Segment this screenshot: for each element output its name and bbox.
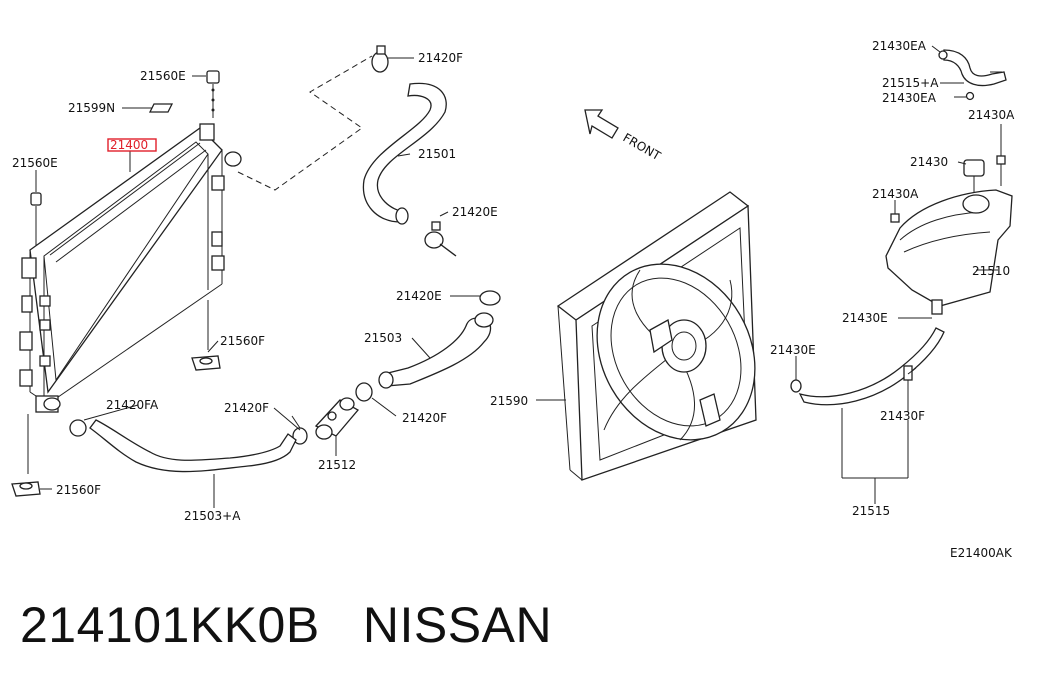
callout-21420F-top: 21420F — [418, 51, 463, 65]
callout-21420E-mid: 21420E — [396, 289, 442, 303]
hose-21503 — [378, 312, 494, 389]
grommet-21560E-top — [206, 70, 220, 118]
callout-21420E: 21420E — [452, 205, 498, 219]
callout-21420FA: 21420FA — [106, 398, 159, 412]
callout-21560F-mid: 21560F — [220, 334, 265, 348]
callout-21400: 21400 — [110, 138, 148, 152]
parts-diagram: FRONT — [11, 39, 1015, 560]
clamp-21420E — [424, 211, 457, 257]
callout-21560F-bot: 21560F — [56, 483, 101, 497]
front-arrow: FRONT — [584, 109, 664, 163]
callout-21430A-top: 21430A — [968, 108, 1015, 122]
hose-21515A — [938, 49, 1007, 101]
lower-hose-21503A — [69, 419, 297, 508]
callout-21430E-left: 21430E — [770, 343, 816, 357]
callout-21599N: 21599N — [68, 101, 115, 115]
label-plate-21599N — [148, 103, 174, 113]
callout-21501: 21501 — [418, 147, 456, 161]
radiator — [19, 123, 242, 413]
clamp-21420E-mid — [450, 290, 501, 306]
front-label: FRONT — [621, 130, 664, 163]
upper-hose-21501 — [362, 82, 447, 225]
part-caption: 214101KK0B NISSAN — [20, 596, 552, 654]
clamp-21420F-top — [371, 45, 414, 73]
brand-name: NISSAN — [362, 597, 553, 653]
part-number: 214101KK0B — [20, 597, 320, 653]
callout-21430A-mid: 21430A — [872, 187, 919, 201]
leader-lines — [35, 45, 998, 490]
highlight-21400 — [107, 138, 157, 152]
callout-21430: 21430 — [910, 155, 948, 169]
callout-21515: 21515 — [852, 504, 890, 518]
hose-21515 — [790, 327, 945, 504]
callout-21503A: 21503+A — [184, 509, 241, 523]
fan-shroud-21590 — [536, 191, 757, 481]
mount-21560F-bot — [11, 414, 41, 497]
grommet-21560E-left — [30, 192, 42, 246]
callout-21430E-res: 21430E — [842, 311, 888, 325]
callout-21430EA-top: 21430EA — [872, 39, 927, 53]
callout-21420F-mid: 21420F — [224, 401, 269, 415]
callout-21515A: 21515+A — [882, 76, 939, 90]
callout-21560E-top: 21560E — [140, 69, 186, 83]
water-outlet-21512 — [314, 397, 360, 456]
callout-21510: 21510 — [972, 264, 1010, 278]
callout-labels: 21560E 21599N 21400 21560E 21420F 21501 … — [12, 39, 1015, 560]
callout-21503: 21503 — [364, 331, 402, 345]
callout-21560E-left: 21560E — [12, 156, 58, 170]
clip-21430A-top — [996, 124, 1006, 186]
callout-21512: 21512 — [318, 458, 356, 472]
callout-21430EA-bot: 21430EA — [882, 91, 937, 105]
callout-21430F: 21430F — [880, 409, 925, 423]
sheet-code: E21400AK — [950, 546, 1013, 560]
callout-21590: 21590 — [490, 394, 528, 408]
callout-21420F-right: 21420F — [402, 411, 447, 425]
mount-21560F-mid — [191, 300, 221, 371]
clamp-21420F-right — [355, 382, 397, 417]
clip-21430A-mid — [890, 200, 900, 223]
reservoir-21510 — [885, 159, 1013, 315]
